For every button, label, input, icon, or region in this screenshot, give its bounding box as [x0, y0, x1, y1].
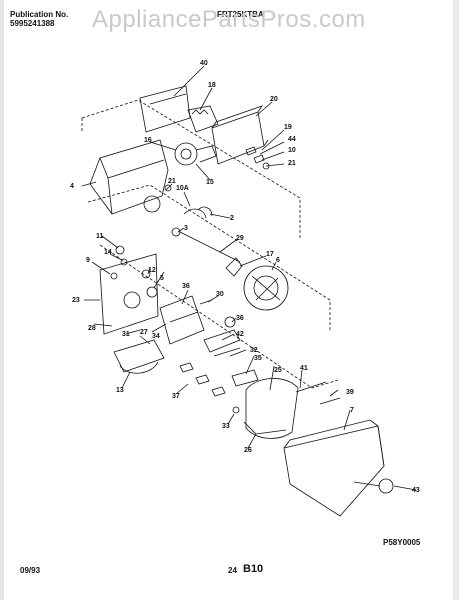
part-20-edge: [263, 139, 269, 147]
part-37-cubes: [179, 362, 226, 397]
part-40-plate: [139, 85, 191, 133]
part-13-flap: [119, 361, 159, 374]
part-20-top: [211, 105, 263, 129]
guide-line-lower: [99, 244, 339, 389]
figure-code: P58Y0005: [383, 538, 421, 547]
part-20-housing: [211, 111, 265, 165]
part-19: [245, 146, 257, 156]
publication-number: 5995241388: [10, 19, 55, 28]
part-9: [110, 272, 118, 280]
part-16-hub: [180, 148, 192, 160]
part-34-door: [113, 339, 165, 373]
part-10: [253, 154, 265, 164]
part-4-edge: [107, 177, 113, 215]
part-6-hub: [253, 275, 279, 301]
page-edge-left: [0, 0, 4, 600]
part-29-auger-shaft: [179, 231, 241, 263]
footer-section: B10: [243, 563, 264, 575]
part-4-opening: [143, 195, 161, 213]
part-23-hole: [123, 291, 141, 309]
part-10a-spring: [183, 208, 207, 219]
part-6-spokes: [251, 275, 281, 301]
part-27-bracket: [159, 295, 205, 345]
part-3-washer: [171, 227, 181, 237]
part-7-top: [283, 419, 379, 449]
part-5: [146, 286, 158, 298]
part-12: [141, 269, 151, 279]
part-7-edge: [377, 425, 385, 467]
part-36-cam: [224, 316, 236, 328]
publication-block: Publication No. 5995241388: [10, 10, 68, 28]
part-18-motor: [187, 105, 219, 133]
guide-line-upper: [81, 99, 301, 240]
part-21-screw-b: [164, 184, 172, 192]
part-6-wheel: [243, 265, 289, 311]
part-43-shaft: [353, 481, 381, 487]
part-40-detail: [149, 93, 187, 105]
part-23-plate: [99, 253, 159, 335]
watermark: AppliancePartsPros.com: [92, 6, 366, 33]
publication-label: Publication No.: [10, 10, 69, 19]
part-4-housing: [89, 139, 169, 215]
part-7-cover: [283, 425, 385, 517]
part-16-motor: [174, 142, 198, 166]
page-edge-right: [453, 0, 459, 600]
part-17-blade: [225, 257, 243, 277]
part-4-inner: [99, 157, 165, 179]
part-16-bracket: [195, 145, 217, 163]
guide-line-middle: [87, 184, 331, 332]
part-42-solenoid: [203, 329, 241, 353]
part-18-detail: [191, 109, 209, 115]
footer-date: 09/93: [20, 566, 41, 575]
part-41-rod: [295, 381, 327, 393]
part-27-detail: [169, 311, 199, 323]
part-43-knob: [378, 478, 394, 494]
part-25-chute: [245, 378, 299, 439]
part-32-rod: [213, 347, 241, 357]
part-35-block: [231, 369, 259, 387]
footer-page: 24: [228, 566, 237, 575]
model-number: FRT25KTBA: [217, 10, 264, 19]
part-11: [115, 245, 125, 255]
part-39-screw: [319, 397, 341, 405]
part-33-screw: [232, 406, 240, 414]
